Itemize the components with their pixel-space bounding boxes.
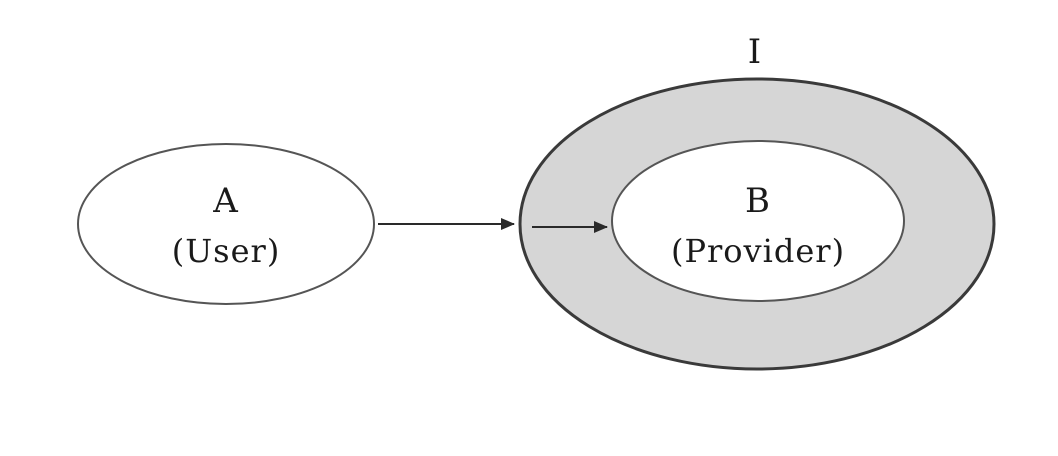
user-ellipse [77,143,375,305]
user-letter-label: A [212,181,239,221]
interface-label: I [748,32,762,72]
user-role-label: (User) [172,232,281,270]
provider-ellipse [611,140,905,302]
provider-role-label: (Provider) [671,232,845,270]
provider-letter-label: B [745,181,771,221]
